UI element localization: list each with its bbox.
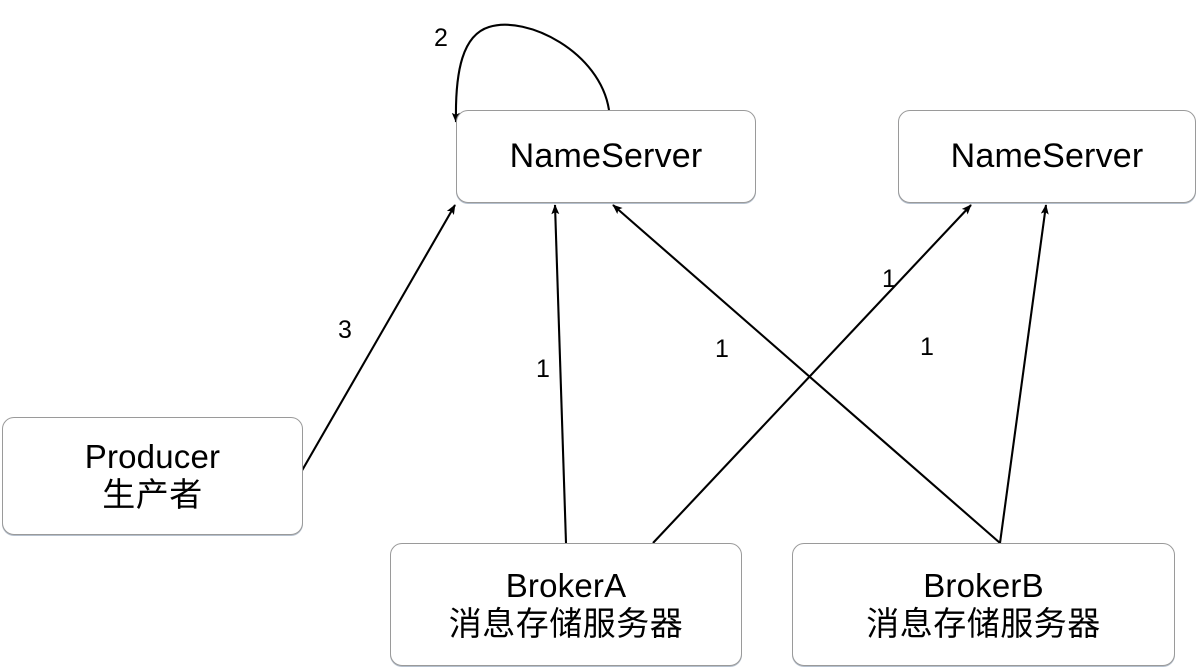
- node-label-nameserver-left: NameServer: [509, 137, 703, 176]
- edge-label-brokera-to-nameserver-left: 1: [536, 355, 550, 383]
- edge-label-producer-to-nameserver-left: 3: [338, 316, 352, 344]
- node-producer[interactable]: Producer 生产者: [2, 417, 303, 535]
- node-label-broker-b-en: BrokerB: [923, 566, 1044, 604]
- edge-nameserver-self-loop: [451, 23, 611, 123]
- edge-label-brokerb-to-nameserver-left: 1: [715, 335, 729, 363]
- edge-brokera-to-nameserver-left: [551, 204, 568, 544]
- node-broker-b[interactable]: BrokerB 消息存储服务器: [792, 543, 1175, 666]
- node-label-producer-zh: 生产者: [102, 476, 203, 513]
- edge-brokera-to-nameserver-right: [652, 204, 972, 544]
- node-label-broker-a-en: BrokerA: [505, 566, 627, 604]
- edge-brokerb-to-nameserver-right: [998, 204, 1049, 544]
- node-label-broker-a-zh: 消息存储服务器: [448, 604, 684, 642]
- edge-producer-to-nameserver-left: [299, 204, 456, 475]
- node-label-nameserver-right: NameServer: [950, 137, 1144, 176]
- edge-brokerb-to-nameserver-left: [612, 204, 1001, 544]
- edge-label-brokerb-to-nameserver-right: 1: [920, 333, 934, 361]
- node-nameserver-right[interactable]: NameServer: [898, 110, 1196, 203]
- edge-label-brokera-to-nameserver-right: 1: [882, 265, 896, 293]
- node-broker-a[interactable]: BrokerA 消息存储服务器: [390, 543, 742, 666]
- node-label-broker-b-zh: 消息存储服务器: [866, 604, 1101, 642]
- edge-label-self-loop: 2: [434, 24, 448, 52]
- node-label-producer-en: Producer: [84, 438, 221, 476]
- node-nameserver-left[interactable]: NameServer: [456, 110, 756, 203]
